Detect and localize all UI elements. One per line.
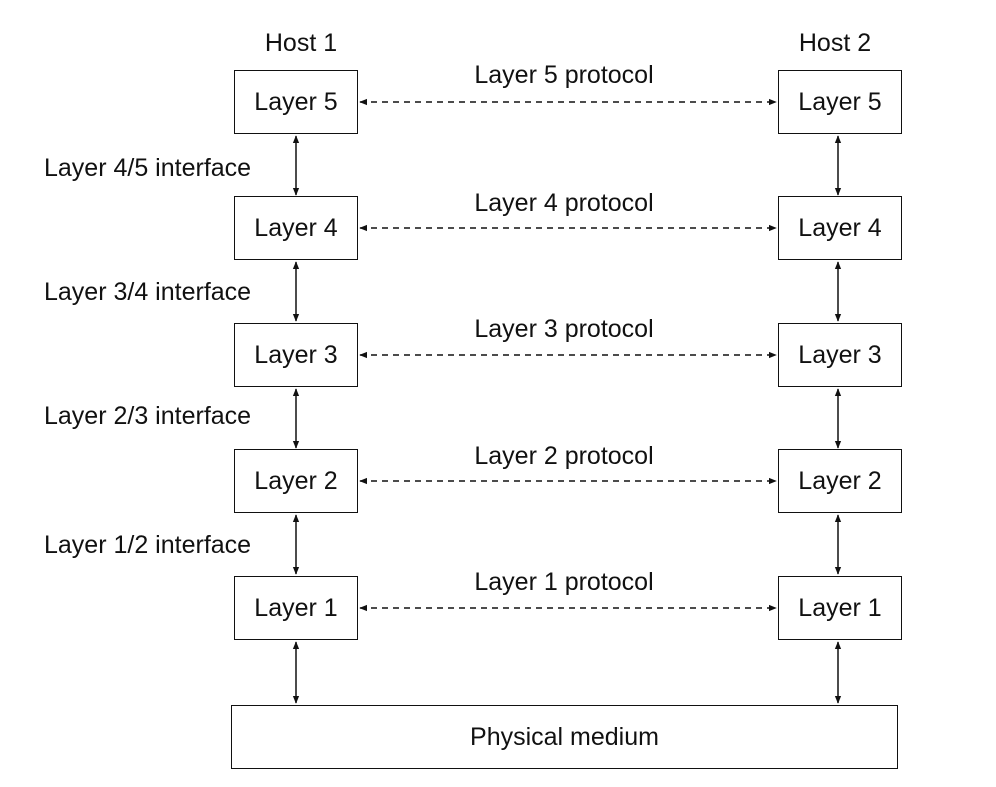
interface-label-23: Layer 2/3 interface [44,402,252,430]
host-1-title: Host 1 [264,29,338,57]
host1-layer1-box: Layer 1 [234,576,358,640]
protocol-label-5: Layer 5 protocol [474,61,654,89]
physical-medium-box: Physical medium [231,705,898,769]
interface-label-34: Layer 3/4 interface [44,278,252,306]
host2-layer2-box: Layer 2 [778,449,902,513]
host1-layer2-box: Layer 2 [234,449,358,513]
host-2-title: Host 2 [798,29,872,57]
interface-label-45: Layer 4/5 interface [44,154,252,182]
host2-layer5-box: Layer 5 [778,70,902,134]
protocol-label-1: Layer 1 protocol [474,568,654,596]
host2-layer3-box: Layer 3 [778,323,902,387]
host2-layer1-box: Layer 1 [778,576,902,640]
host1-layer4-box: Layer 4 [234,196,358,260]
host1-layer5-box: Layer 5 [234,70,358,134]
protocol-label-3: Layer 3 protocol [474,315,654,343]
host2-layer4-box: Layer 4 [778,196,902,260]
protocol-label-2: Layer 2 protocol [474,442,654,470]
host1-layer3-box: Layer 3 [234,323,358,387]
protocol-label-4: Layer 4 protocol [474,189,654,217]
interface-label-12: Layer 1/2 interface [44,531,252,559]
